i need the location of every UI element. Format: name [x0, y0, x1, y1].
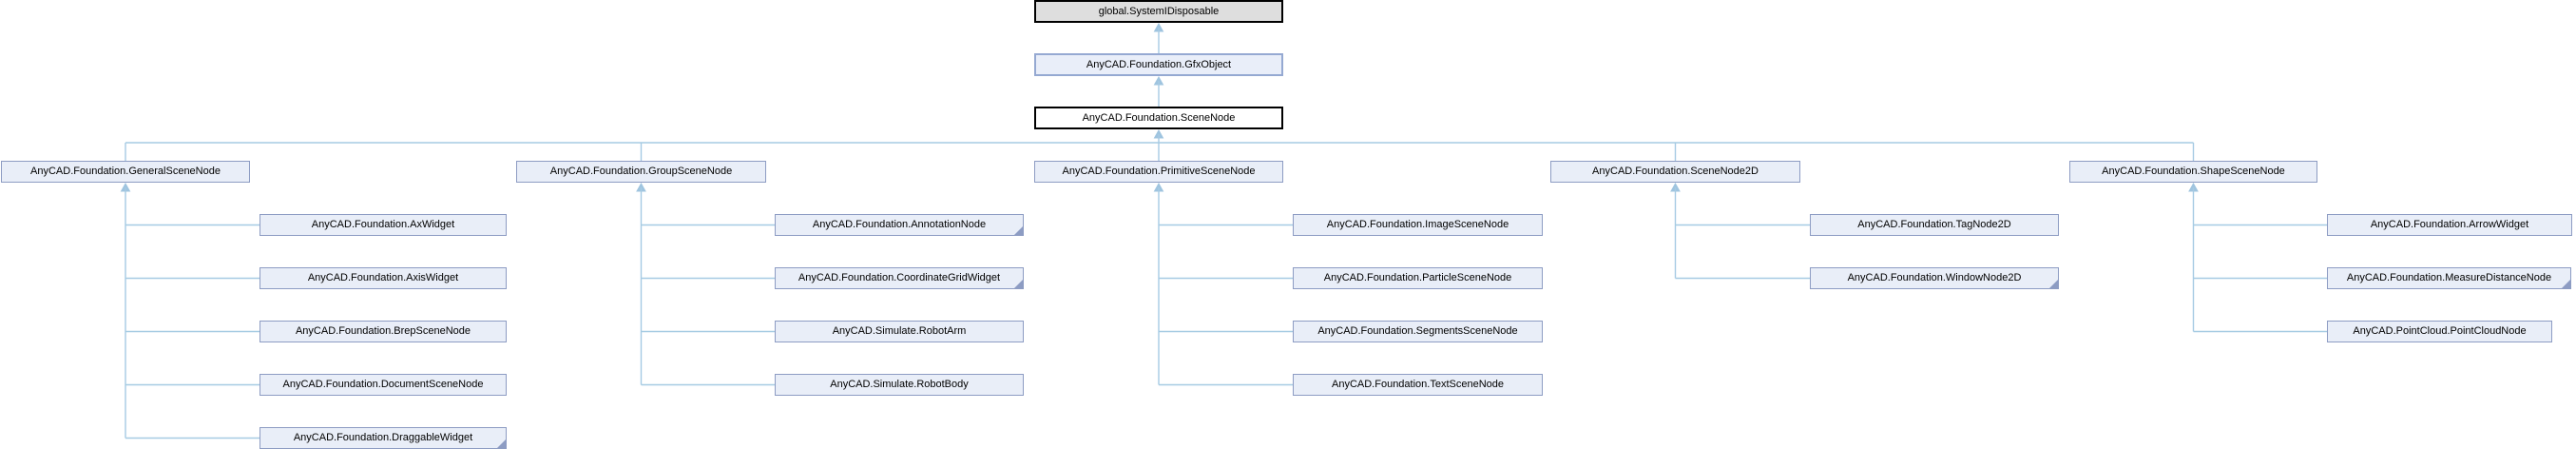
class-node-label: AnyCAD.Foundation.GroupSceneNode [549, 166, 733, 177]
class-node-label: AnyCAD.Foundation.TextSceneNode [1332, 379, 1504, 390]
class-node-system-idisposable[interactable]: global.SystemIDisposable [1034, 0, 1283, 23]
class-node-scene-node-2d[interactable]: AnyCAD.Foundation.SceneNode2D [1550, 161, 1800, 183]
class-node-primitive-scene-node[interactable]: AnyCAD.Foundation.PrimitiveSceneNode [1034, 161, 1283, 183]
class-node-robot-body[interactable]: AnyCAD.Simulate.RobotBody [775, 374, 1024, 396]
class-node-label: global.SystemIDisposable [1098, 5, 1220, 17]
class-node-particle-scene-node[interactable]: AnyCAD.Foundation.ParticleSceneNode [1293, 267, 1543, 289]
class-node-shape-scene-node[interactable]: AnyCAD.Foundation.ShapeSceneNode [2069, 161, 2317, 183]
class-node-group-scene-node[interactable]: AnyCAD.Foundation.GroupSceneNode [516, 161, 766, 183]
class-node-label: AnyCAD.Foundation.AxWidget [311, 219, 455, 230]
class-node-label: AnyCAD.Foundation.AnnotationNode [812, 219, 987, 230]
class-node-arrow-widget[interactable]: AnyCAD.Foundation.ArrowWidget [2327, 214, 2572, 236]
class-node-label: AnyCAD.Foundation.DraggableWidget [293, 432, 473, 443]
class-node-ax-widget[interactable]: AnyCAD.Foundation.AxWidget [260, 214, 507, 236]
class-node-annotation-node[interactable]: AnyCAD.Foundation.AnnotationNode [775, 214, 1024, 236]
truncated-corner-icon [2049, 280, 2058, 288]
class-node-measure-distance-node[interactable]: AnyCAD.Foundation.MeasureDistanceNode [2327, 267, 2571, 289]
truncated-corner-icon [2562, 280, 2570, 288]
class-node-label: AnyCAD.PointCloud.PointCloudNode [2353, 325, 2527, 337]
class-node-label: AnyCAD.Simulate.RobotArm [832, 325, 967, 337]
class-node-label: AnyCAD.Foundation.WindowNode2D [1847, 272, 2022, 283]
class-node-label: AnyCAD.Foundation.BrepSceneNode [295, 325, 471, 337]
class-node-text-scene-node[interactable]: AnyCAD.Foundation.TextSceneNode [1293, 374, 1543, 396]
class-node-label: AnyCAD.Foundation.GfxObject [1086, 58, 1232, 70]
class-node-label: AnyCAD.Foundation.ArrowWidget [2370, 219, 2529, 230]
class-node-label: AnyCAD.Foundation.CoordinateGridWidget [798, 272, 1001, 283]
class-node-label: AnyCAD.Foundation.TagNode2D [1857, 219, 2011, 230]
class-node-general-scene-node[interactable]: AnyCAD.Foundation.GeneralSceneNode [1, 161, 250, 183]
class-node-label: AnyCAD.Foundation.SegmentsSceneNode [1317, 325, 1518, 337]
class-node-axis-widget[interactable]: AnyCAD.Foundation.AxisWidget [260, 267, 507, 289]
class-node-coordinate-grid-widget[interactable]: AnyCAD.Foundation.CoordinateGridWidget [775, 267, 1024, 289]
class-node-robot-arm[interactable]: AnyCAD.Simulate.RobotArm [775, 321, 1024, 342]
class-node-label: AnyCAD.Foundation.SceneNode2D [1592, 166, 1759, 177]
class-node-image-scene-node[interactable]: AnyCAD.Foundation.ImageSceneNode [1293, 214, 1543, 236]
class-node-brep-scene-node[interactable]: AnyCAD.Foundation.BrepSceneNode [260, 321, 507, 342]
class-node-segments-scene-node[interactable]: AnyCAD.Foundation.SegmentsSceneNode [1293, 321, 1543, 342]
class-node-point-cloud-node[interactable]: AnyCAD.PointCloud.PointCloudNode [2327, 321, 2552, 342]
class-node-label: AnyCAD.Foundation.DocumentSceneNode [282, 379, 484, 390]
class-node-label: AnyCAD.Foundation.ShapeSceneNode [2102, 166, 2285, 177]
class-node-scene-node[interactable]: AnyCAD.Foundation.SceneNode [1034, 107, 1283, 129]
class-node-label: AnyCAD.Foundation.SceneNode [1082, 111, 1236, 124]
class-node-label: AnyCAD.Foundation.PrimitiveSceneNode [1062, 166, 1256, 177]
class-node-label: AnyCAD.Simulate.RobotBody [830, 379, 969, 390]
truncated-corner-icon [497, 439, 506, 448]
class-node-label: AnyCAD.Foundation.ParticleSceneNode [1323, 272, 1512, 283]
class-node-tag-node-2d[interactable]: AnyCAD.Foundation.TagNode2D [1810, 214, 2059, 236]
class-node-label: AnyCAD.Foundation.MeasureDistanceNode [2346, 272, 2552, 283]
class-node-document-scene-node[interactable]: AnyCAD.Foundation.DocumentSceneNode [260, 374, 507, 396]
class-node-window-node-2d[interactable]: AnyCAD.Foundation.WindowNode2D [1810, 267, 2059, 289]
class-node-draggable-widget[interactable]: AnyCAD.Foundation.DraggableWidget [260, 427, 507, 449]
class-node-label: AnyCAD.Foundation.GeneralSceneNode [30, 166, 221, 177]
class-node-gfx-object[interactable]: AnyCAD.Foundation.GfxObject [1034, 53, 1283, 76]
truncated-corner-icon [1014, 226, 1023, 235]
class-node-label: AnyCAD.Foundation.AxisWidget [307, 272, 459, 283]
truncated-corner-icon [1014, 280, 1023, 288]
class-node-label: AnyCAD.Foundation.ImageSceneNode [1326, 219, 1509, 230]
